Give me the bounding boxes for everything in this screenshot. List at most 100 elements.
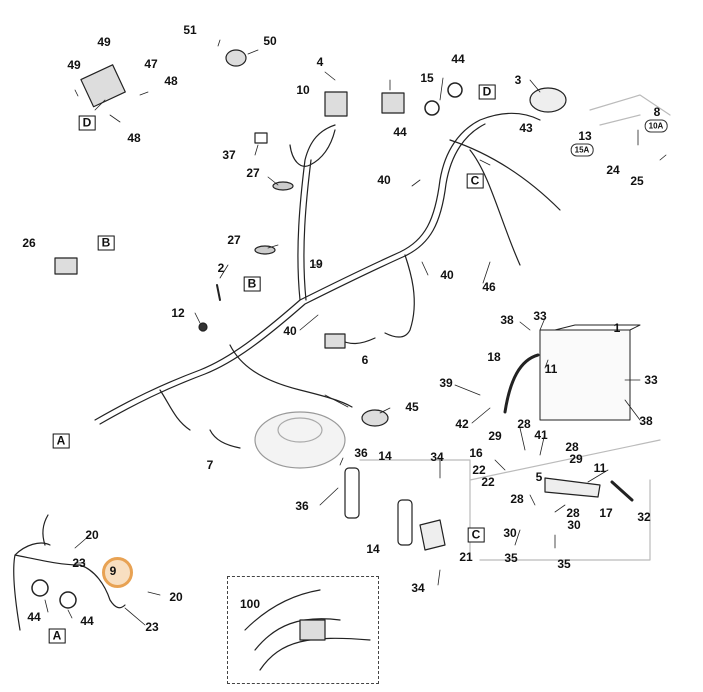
callout-6: 6: [361, 353, 369, 367]
callout-5: 5: [535, 470, 543, 484]
callout-14-lower: 14: [366, 542, 380, 556]
callout-35-a: 35: [504, 551, 518, 565]
callout-43: 43: [519, 121, 533, 135]
callout-18: 18: [487, 350, 501, 364]
callout-20-lower: 20: [169, 590, 183, 604]
callout-42: 42: [455, 417, 469, 431]
callout-11-battery: 11: [544, 362, 558, 376]
ring-44-d: [447, 82, 463, 98]
ring-44-b: [59, 591, 77, 609]
callout-28-c: 28: [510, 492, 524, 506]
callout-15: 15: [420, 71, 434, 85]
harness-branch-46: [469, 149, 521, 266]
callout-20-upper: 20: [85, 528, 99, 542]
callout-50: 50: [263, 34, 277, 48]
detail-inset-frame: [227, 576, 379, 684]
ref-box-a-mid: A: [52, 433, 70, 449]
callout-4: 4: [316, 55, 324, 69]
part-6-body: [324, 333, 346, 349]
harness-9-b: [42, 514, 49, 546]
callout-35-b: 35: [557, 557, 571, 571]
fuse-rating-10a: 10A: [644, 119, 668, 133]
callout-48-lower: 48: [127, 131, 141, 145]
callout-30-b: 30: [567, 518, 581, 532]
callout-44-left: 44: [27, 610, 41, 624]
callout-40-upper: 40: [377, 173, 391, 187]
ref-box-a-lower: A: [48, 628, 66, 644]
callout-28-d: 28: [566, 506, 580, 520]
inset-harness: [244, 589, 371, 671]
callout-40-right: 40: [440, 268, 454, 282]
callout-17: 17: [599, 506, 613, 520]
callout-49-upper: 49: [97, 35, 111, 49]
pulley-disc: [254, 411, 346, 469]
callout-2: 2: [217, 261, 225, 275]
callout-51: 51: [183, 23, 197, 37]
callout-48-upper: 48: [164, 74, 178, 88]
ref-box-d-right: D: [478, 84, 496, 100]
battery-cable: [503, 353, 540, 414]
callout-34-upper: 34: [430, 450, 444, 464]
callout-26: 26: [22, 236, 36, 250]
callout-19: 19: [309, 257, 323, 271]
callout-38-a: 38: [500, 313, 514, 327]
ref-box-c-lower: C: [467, 527, 485, 543]
callout-10: 10: [296, 83, 310, 97]
callout-3: 3: [514, 73, 522, 87]
part-12-body: [198, 322, 208, 332]
callout-29-b: 29: [569, 452, 583, 466]
bracket-14b: [397, 499, 413, 546]
part-26-body: [54, 257, 78, 275]
callout-7: 7: [206, 458, 214, 472]
callout-24: 24: [606, 163, 620, 177]
callout-46: 46: [482, 280, 496, 294]
bracket-14a: [344, 467, 360, 519]
callout-22-a: 22: [472, 463, 486, 477]
callout-36-upper: 36: [354, 446, 368, 460]
callout-100: 100: [239, 597, 261, 611]
ref-box-b-left: B: [97, 235, 115, 251]
harness-9: [13, 542, 126, 631]
part-15-body: [381, 92, 405, 114]
callout-29-a: 29: [488, 429, 502, 443]
callout-8: 8: [653, 105, 661, 119]
callout-39: 39: [439, 376, 453, 390]
harness-branch-left: [159, 389, 191, 431]
callout-40-left: 40: [283, 324, 297, 338]
callout-23-upper: 23: [72, 556, 86, 570]
callout-16: 16: [469, 446, 483, 460]
bracket-17: [544, 477, 601, 498]
harness-branch-7: [209, 429, 241, 449]
ref-box-d-left: D: [78, 115, 96, 131]
callout-33-b: 33: [644, 373, 658, 387]
callout-28-b: 28: [565, 440, 579, 454]
callout-44-top: 44: [451, 52, 465, 66]
callout-14-upper: 14: [378, 449, 392, 463]
leader-lines: [44, 39, 667, 626]
part-47-body: [80, 64, 126, 108]
part-27a-body: [272, 181, 294, 191]
callout-30-a: 30: [503, 526, 517, 540]
part-27b-body: [254, 245, 276, 255]
part-3-body: [529, 87, 567, 113]
callout-47: 47: [144, 57, 158, 71]
frame-lines: [359, 439, 661, 561]
callout-49-left: 49: [67, 58, 81, 72]
harness-branch-down: [229, 344, 353, 408]
callout-22-b: 22: [481, 475, 495, 489]
callout-38-b: 38: [639, 414, 653, 428]
ring-44-c: [424, 100, 440, 116]
callout-33-a: 33: [533, 309, 547, 323]
callout-23-lower: 23: [145, 620, 159, 634]
fuse-rating-15a: 15A: [570, 143, 594, 157]
harness-branch-up-2: [303, 159, 312, 301]
part-50-body: [225, 49, 247, 67]
callout-28-a: 28: [517, 417, 531, 431]
ring-44-a: [31, 579, 49, 597]
callout-41: 41: [534, 428, 548, 442]
part-37-body: [254, 132, 268, 144]
callout-12: 12: [171, 306, 185, 320]
callout-21: 21: [459, 550, 473, 564]
ref-box-c-upper: C: [466, 173, 484, 189]
